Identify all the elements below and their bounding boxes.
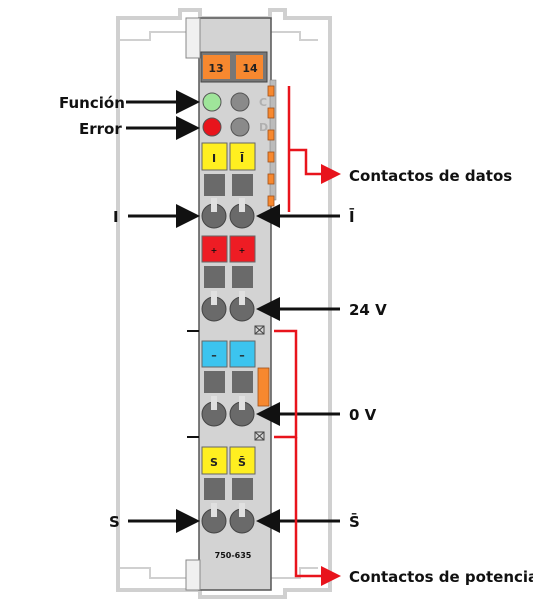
power-contacts-arrow [294, 437, 341, 586]
led-d [230, 117, 250, 137]
clamp-row-4 [201, 478, 255, 534]
minus-connector-labels: – – [201, 340, 256, 368]
ground-dashes [187, 330, 199, 438]
s-connector-labels: S S̄ [201, 446, 256, 475]
led-d-letter: D [259, 121, 268, 134]
label-contactos-datos: Contactos de datos [349, 167, 512, 185]
red-callouts [274, 86, 341, 586]
label-i-left: I [113, 208, 119, 226]
label-funcion: Función [59, 94, 125, 112]
plus-connector-labels: + + [201, 235, 256, 263]
function-led [202, 92, 222, 112]
callout-labels: Función Error Contactos de datos I Ī 24 … [59, 94, 533, 586]
label-s-right: S̄ [349, 511, 360, 531]
label-0v: 0 V [349, 406, 377, 424]
clamp-row-3 [201, 367, 270, 441]
data-contact-pads [267, 85, 275, 207]
error-led [202, 117, 222, 137]
led-c-letter: C [259, 96, 267, 109]
power-contacts-bracket [274, 329, 298, 439]
block-i-bar-label: Ī [240, 152, 244, 165]
data-contacts-arrow [289, 148, 341, 184]
block-minus-right-label: – [239, 349, 245, 362]
model-number: 750-635 [215, 551, 252, 560]
label-s-left: S [109, 513, 120, 531]
terminal-marker: 13 14 [200, 51, 268, 83]
block-i-label: I [212, 152, 216, 165]
led-group: C D [202, 92, 268, 137]
black-arrows [126, 90, 340, 533]
clamp-row-1 [201, 174, 255, 229]
clamp-row-2 [201, 266, 265, 335]
block-s-bar-label: S̄ [238, 456, 246, 469]
block-plus-right-label: + [239, 246, 246, 255]
terminal-14-label: 14 [242, 62, 258, 75]
data-connector-labels: I Ī [201, 142, 256, 171]
block-s-label: S [210, 456, 218, 469]
block-minus-left-label: – [211, 349, 217, 362]
label-24v: 24 V [349, 301, 387, 319]
power-jumper-contact [257, 367, 270, 407]
block-plus-left-label: + [211, 246, 218, 255]
label-error: Error [79, 120, 122, 138]
terminal-13-label: 13 [208, 62, 223, 75]
label-i-right: Ī [349, 206, 355, 226]
label-contactos-potencia: Contactos de potencia [349, 568, 533, 586]
led-c [230, 92, 250, 112]
